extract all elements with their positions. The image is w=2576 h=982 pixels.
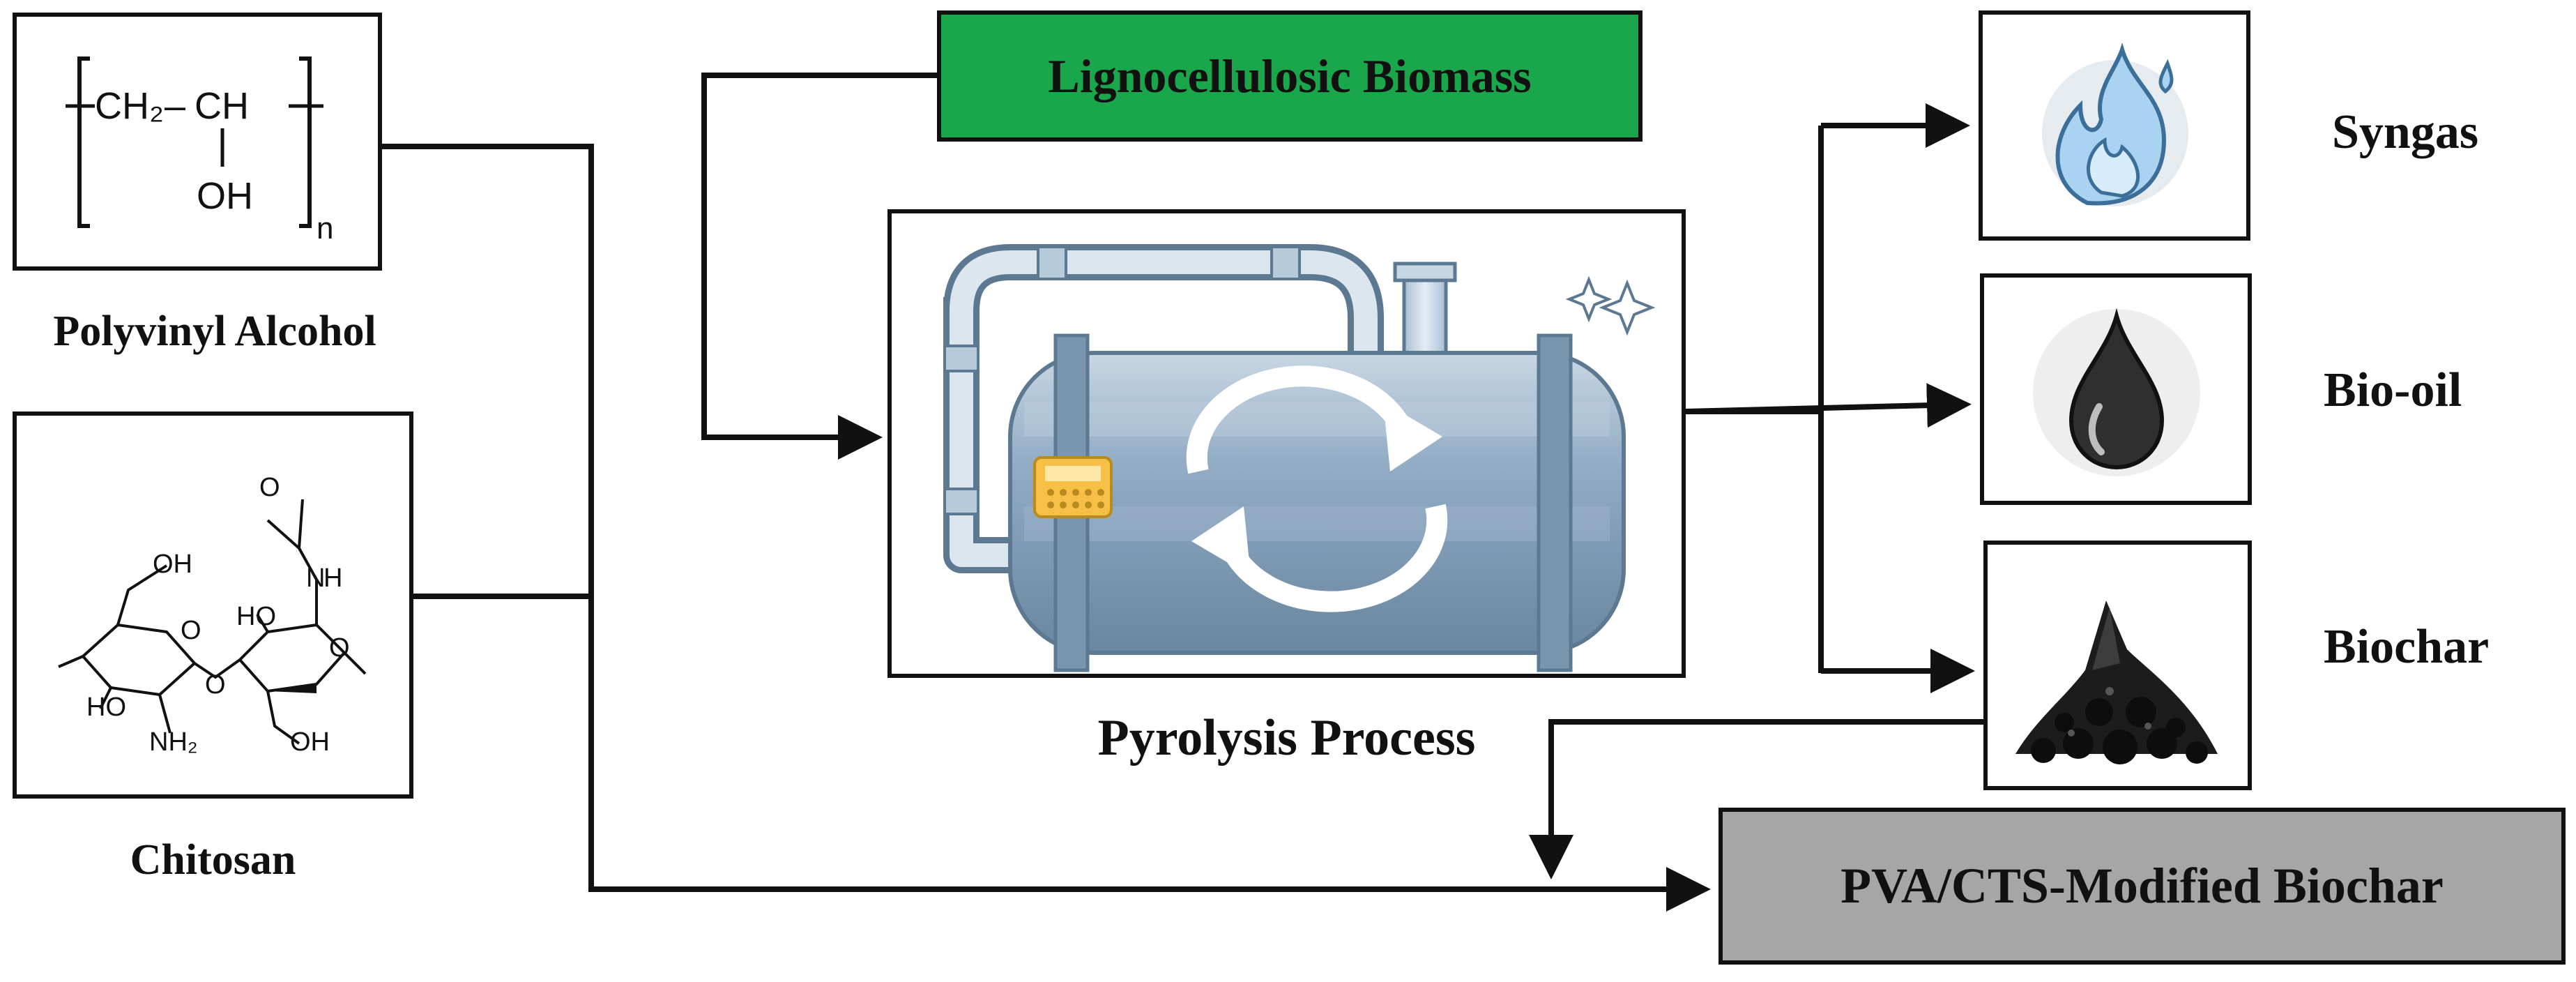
chitosan-atom-o-carbonyl: O (259, 473, 280, 502)
chitosan-atom-n: N (306, 564, 325, 593)
biomass-label: Lignocellulosic Biomass (1048, 49, 1532, 103)
syngas-icon-box (1979, 10, 2250, 241)
biooil-icon-box (1980, 273, 2252, 505)
chitosan-atom-o-ring1: O (181, 616, 201, 645)
syngas-label: Syngas (2332, 105, 2479, 159)
biooil-label: Bio-oil (2324, 363, 2462, 417)
biomass-box: Lignocellulosic Biomass (937, 10, 1643, 142)
chitosan-atom-o-ring2: O (329, 633, 350, 663)
chitosan-atom-nh2: NH₂ (149, 727, 198, 757)
biomass-to-pyrolysis-arrow (701, 73, 937, 460)
pyrolysis-reactor-box (887, 209, 1686, 678)
pva-n-subscript: n (317, 211, 333, 245)
reactor-illustration (943, 244, 1656, 672)
biochar-label: Biochar (2324, 620, 2490, 674)
char-pile-icon (2015, 600, 2218, 764)
pva-oh-text: OH (197, 175, 253, 217)
precursors-to-modified-arrow (382, 144, 1711, 912)
modified-biochar-box: PVA/CTS-Modified Biochar (1718, 808, 2566, 965)
oil-drop-icon (2033, 308, 2200, 476)
chitosan-atom-ho-right: HO (236, 602, 276, 631)
chitosan-structure-drawing: OH HO NH₂ O O HO N H O OH O (58, 473, 367, 757)
biochar-icon-box (1983, 541, 2252, 790)
chitosan-atom-oh-top: OH (153, 550, 192, 579)
flame-icon (2042, 43, 2188, 206)
chitosan-atom-ho-left: HO (86, 693, 126, 722)
arrow-to-biooil (1685, 383, 1972, 428)
chitosan-atom-h: H (323, 564, 342, 593)
chitosan-structure-box: OH HO NH₂ O O HO N H O OH O (13, 411, 413, 799)
pva-ch2-text: CH₂ (95, 85, 164, 127)
pva-ch-text: CH (195, 85, 249, 127)
chitosan-atom-o-link: O (205, 670, 226, 700)
pyrolysis-label: Pyrolysis Process (1097, 709, 1476, 766)
chitosan-atom-oh-bottom: OH (290, 727, 330, 757)
pva-structure-drawing: CH₂ – CH OH n (66, 56, 333, 245)
pva-label: Polyvinyl Alcohol (53, 308, 376, 355)
chitosan-label: Chitosan (130, 836, 296, 884)
pva-dash-text: – (165, 85, 185, 127)
biochar-to-modified-arrow (1529, 719, 1983, 879)
modified-biochar-label: PVA/CTS-Modified Biochar (1840, 858, 2444, 914)
pva-structure-box: CH₂ – CH OH n (13, 13, 382, 271)
